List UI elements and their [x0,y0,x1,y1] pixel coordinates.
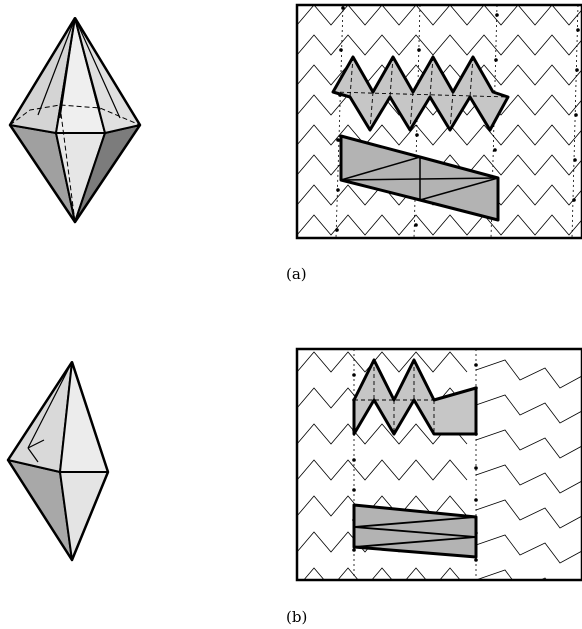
lattice-b-frame [295,347,582,582]
bipyramid-b-edges [27,361,73,463]
bipyramid-a-hidden-edges [9,104,141,223]
panel-b: (b) [6,347,582,626]
net-a-lower [339,134,500,222]
net-a-upper [331,55,510,132]
lattice-a-frame [295,3,582,240]
caption-a: (a) [286,265,307,283]
lattice-b-dotted-lines [353,349,477,580]
bipyramid-a-edges [37,17,121,119]
lattice-a [295,3,582,240]
lattice-b-zigzags [297,351,582,580]
lattice-b [295,347,582,582]
net-b-upper [352,358,478,436]
bipyramid-b-outline [6,361,110,562]
panel-a: (a) [8,3,582,283]
bipyramid-b [6,361,110,562]
bipyramid-a [8,17,142,224]
net-b-lower [352,503,478,559]
bipyramid-a-outline [8,17,142,224]
caption-b: (b) [286,608,307,626]
